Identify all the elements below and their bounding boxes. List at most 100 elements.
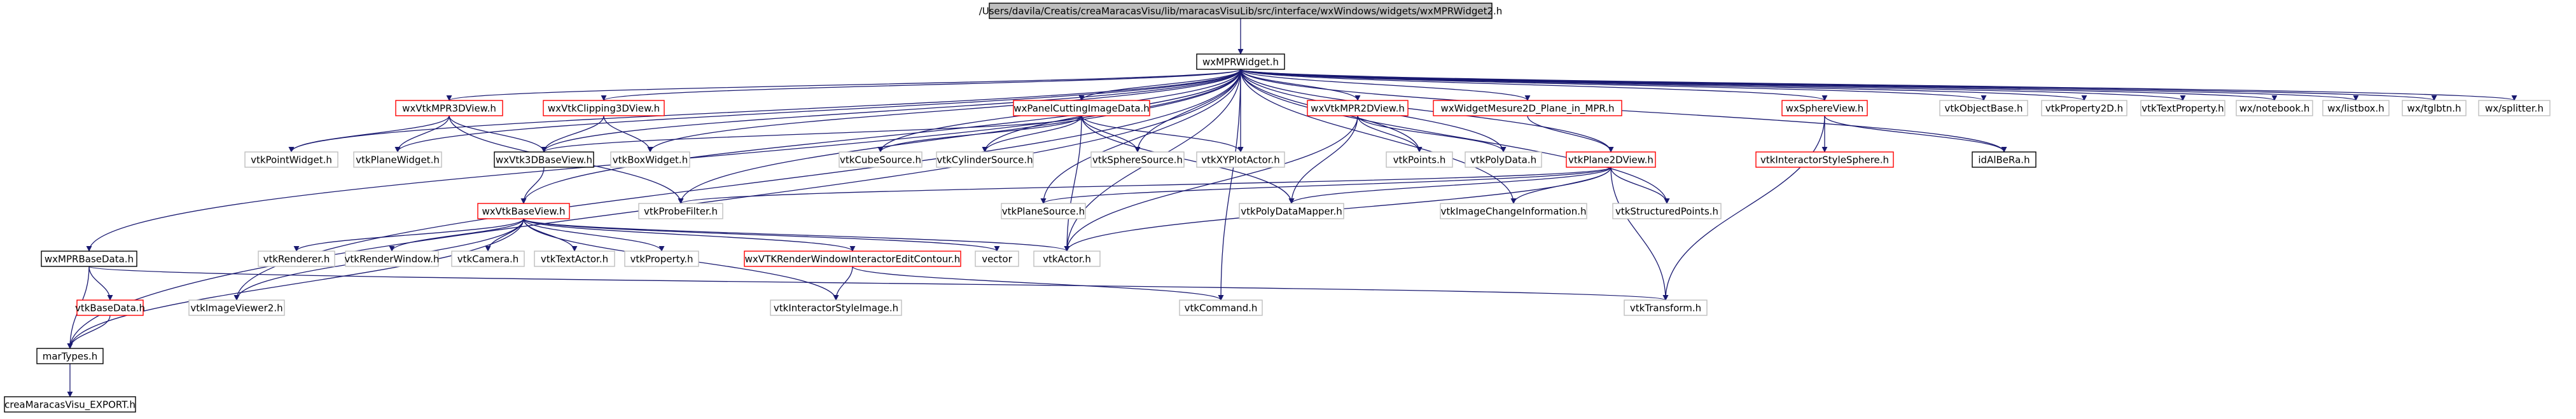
edge-wxmprwidget-to-wxvtkbaseview bbox=[520, 69, 1241, 204]
node-wxwidgetmesure2d[interactable]: wxWidgetMesure2D_Plane_in_MPR.h bbox=[1433, 100, 1622, 116]
edge-vtkplane2dview-to-vtkplanesource bbox=[1040, 167, 1612, 204]
node-box bbox=[2402, 100, 2467, 116]
node-label: vtkInteractorStyleImage.h bbox=[774, 303, 898, 314]
node-box bbox=[345, 251, 439, 267]
node-box bbox=[1386, 151, 1453, 168]
edge-wxmprwidget-to-wxsplitter bbox=[1240, 69, 2517, 101]
node-box bbox=[534, 251, 615, 267]
node-box bbox=[989, 3, 1493, 19]
node-box bbox=[494, 151, 594, 168]
node-wxpanelcuttingimagedata[interactable]: wxPanelCuttingImageData.h bbox=[1013, 100, 1150, 116]
edge-wxmprwidget-to-wxvtkmpr3dview bbox=[446, 69, 1241, 101]
node-label: vtkPoints.h bbox=[1393, 155, 1446, 166]
node-vtkinteractorstyleimage: vtkInteractorStyleImage.h bbox=[770, 299, 902, 316]
node-wxvtkbaseview[interactable]: wxVtkBaseView.h bbox=[477, 203, 570, 219]
node-wxsplitter: wx/splitter.h bbox=[2478, 100, 2551, 116]
node-vtkimagechangeinformation: vtkImageChangeInformation.h bbox=[1440, 203, 1587, 219]
node-wxmprwidget[interactable]: wxMPRWidget.h bbox=[1196, 53, 1285, 70]
node-wxvtkmpr2dview[interactable]: wxVtkMPR2DView.h bbox=[1307, 100, 1409, 116]
node-wxvtkrenderwindowinteractoreditcontour[interactable]: wxVTKRenderWindowInteractorEditContour.h bbox=[744, 251, 961, 267]
edge-wxpanelcuttingimagedata-to-vtkcubesource bbox=[877, 115, 1082, 153]
edge-wxvtkbaseview-to-vtkrenderwindow bbox=[389, 218, 524, 252]
node-label: vtkBaseData.h bbox=[75, 303, 145, 314]
node-wxmprbasedata[interactable]: wxMPRBaseData.h bbox=[41, 251, 137, 267]
node-label: vector bbox=[982, 254, 1012, 265]
node-box bbox=[1307, 100, 1409, 116]
node-box bbox=[2140, 100, 2225, 116]
node-label: vtkStructuredPoints.h bbox=[1615, 206, 1718, 217]
edge-wxpanelcuttingimagedata-to-vtkactor bbox=[1064, 115, 1082, 252]
node-box bbox=[1033, 251, 1101, 267]
edge-wxmprwidget-to-wxsphereview bbox=[1240, 69, 1828, 101]
node-vtkxyplotactor: vtkXYPlotActor.h bbox=[1196, 151, 1285, 168]
node-creamaracasvisu-export[interactable]: creaMaracasVisu_EXPORT.h bbox=[4, 396, 136, 413]
node-martypes[interactable]: marTypes.h bbox=[36, 348, 104, 364]
node-box bbox=[1755, 151, 1894, 168]
node-idalbera[interactable]: idAlBeRa.h bbox=[1972, 151, 2036, 168]
node-box bbox=[1972, 151, 2036, 168]
edge-wxpanelcuttingimagedata-to-vtkspheresource bbox=[1081, 115, 1141, 153]
edge-wxmprbasedata-to-vtkbasedata bbox=[88, 266, 113, 301]
node-vector: vector bbox=[975, 251, 1019, 267]
node-box bbox=[1624, 299, 1708, 316]
node-wxsphereview[interactable]: wxSphereView.h bbox=[1781, 100, 1868, 116]
node-label: vtkRenderer.h bbox=[263, 254, 330, 265]
node-box bbox=[1465, 151, 1542, 168]
node-label: vtkCamera.h bbox=[457, 254, 519, 265]
node-wxvtkmpr3dview[interactable]: wxVtkMPR3DView.h bbox=[395, 100, 503, 116]
node-label: vtkPolyData.h bbox=[1470, 155, 1536, 166]
node-box bbox=[1013, 100, 1150, 116]
node-vtkprobefilter: vtkProbeFilter.h bbox=[638, 203, 723, 219]
node-label: vtkProperty.h bbox=[630, 254, 693, 265]
node-label: vtkActor.h bbox=[1043, 254, 1091, 265]
edge-wxvtkclipping3dview-to-vtkboxwidget bbox=[603, 115, 653, 153]
node-vtktextproperty: vtkTextProperty.h bbox=[2140, 100, 2225, 116]
node-label: vtkImageChangeInformation.h bbox=[1441, 206, 1587, 217]
edge-wxpanelcuttingimagedata-to-vtkcylindersource bbox=[982, 115, 1082, 153]
edge-wxvtkmpr2dview-to-vtkpoints bbox=[1357, 115, 1423, 153]
node-vtkplanewidget: vtkPlaneWidget.h bbox=[353, 151, 442, 168]
node-vtkboxwidget: vtkBoxWidget.h bbox=[610, 151, 690, 168]
node-label: idAlBeRa.h bbox=[1978, 155, 2029, 166]
node-label: marTypes.h bbox=[43, 351, 98, 362]
node-box bbox=[395, 100, 503, 116]
edge-wxsphereview-to-vtktransform bbox=[1662, 115, 1825, 301]
node-box bbox=[2322, 100, 2390, 116]
edge-wxpanelcuttingimagedata-to-vtkpolydatamapper bbox=[1081, 115, 1295, 204]
node-box bbox=[638, 203, 723, 219]
node-label: vtkObjectBase.h bbox=[1944, 103, 2023, 114]
node-label: vtkProbeFilter.h bbox=[644, 206, 718, 217]
node-vtkcamera: vtkCamera.h bbox=[451, 251, 525, 267]
edge-wxwidgetmesure2d-to-vtkplane2dview bbox=[1527, 115, 1614, 153]
node-wxnotebook: wx/notebook.h bbox=[2236, 100, 2313, 116]
node-label: vtkProperty2D.h bbox=[2045, 103, 2123, 114]
node-root[interactable]: /Users/davila/Creatis/creaMaracasVisu/li… bbox=[979, 3, 1503, 19]
node-wxvtk3dbaseview[interactable]: wxVtk3DBaseView.h bbox=[494, 151, 594, 168]
node-label: wxVtk3DBaseView.h bbox=[496, 155, 592, 166]
edge-wxvtkbaseview-to-vtkproperty bbox=[523, 218, 665, 252]
node-box bbox=[76, 299, 144, 316]
node-vtkobjectbase: vtkObjectBase.h bbox=[1939, 100, 2028, 116]
edge-wxmprwidget-to-vtkimagechangeinformation bbox=[1240, 69, 1517, 204]
node-label: wxVTKRenderWindowInteractorEditContour.h bbox=[745, 254, 961, 265]
node-label: vtkTextProperty.h bbox=[2141, 103, 2224, 114]
edge-wxmprwidget-to-vtkboxwidget bbox=[647, 69, 1241, 153]
node-vtkcommand: vtkCommand.h bbox=[1179, 299, 1263, 316]
edge-wxvtkbaseview-to-wxvtkrenderwindowinteractoreditcontour bbox=[523, 218, 856, 252]
node-vtkinteractorstylesphere[interactable]: vtkInteractorStyleSphere.h bbox=[1755, 151, 1894, 168]
node-box bbox=[36, 348, 104, 364]
edge-vtkplane2dview-to-vtktransform bbox=[1610, 167, 1669, 301]
node-vtkplane2dview[interactable]: vtkPlane2DView.h bbox=[1566, 151, 1656, 168]
node-label: vtkTextActor.h bbox=[541, 254, 608, 265]
node-label: wx/tglbtn.h bbox=[2407, 103, 2461, 114]
node-wxvtkclipping3dview[interactable]: wxVtkClipping3DView.h bbox=[543, 100, 665, 116]
edge-vtkbasedata-to-martypes bbox=[67, 315, 111, 349]
node-vtkbasedata[interactable]: vtkBaseData.h bbox=[75, 299, 145, 316]
edge-wxmprwidget-to-wxpanelcuttingimagedata bbox=[1078, 69, 1241, 101]
node-box bbox=[1433, 100, 1622, 116]
node-vtkpolydatamapper: vtkPolyDataMapper.h bbox=[1239, 203, 1344, 219]
node-label: vtkPolyDataMapper.h bbox=[1241, 206, 1342, 217]
node-vtkpoints: vtkPoints.h bbox=[1386, 151, 1453, 168]
node-label: creaMaracasVisu_EXPORT.h bbox=[4, 399, 136, 411]
edge-wxmprbasedata-to-vtktransform bbox=[88, 266, 1668, 301]
